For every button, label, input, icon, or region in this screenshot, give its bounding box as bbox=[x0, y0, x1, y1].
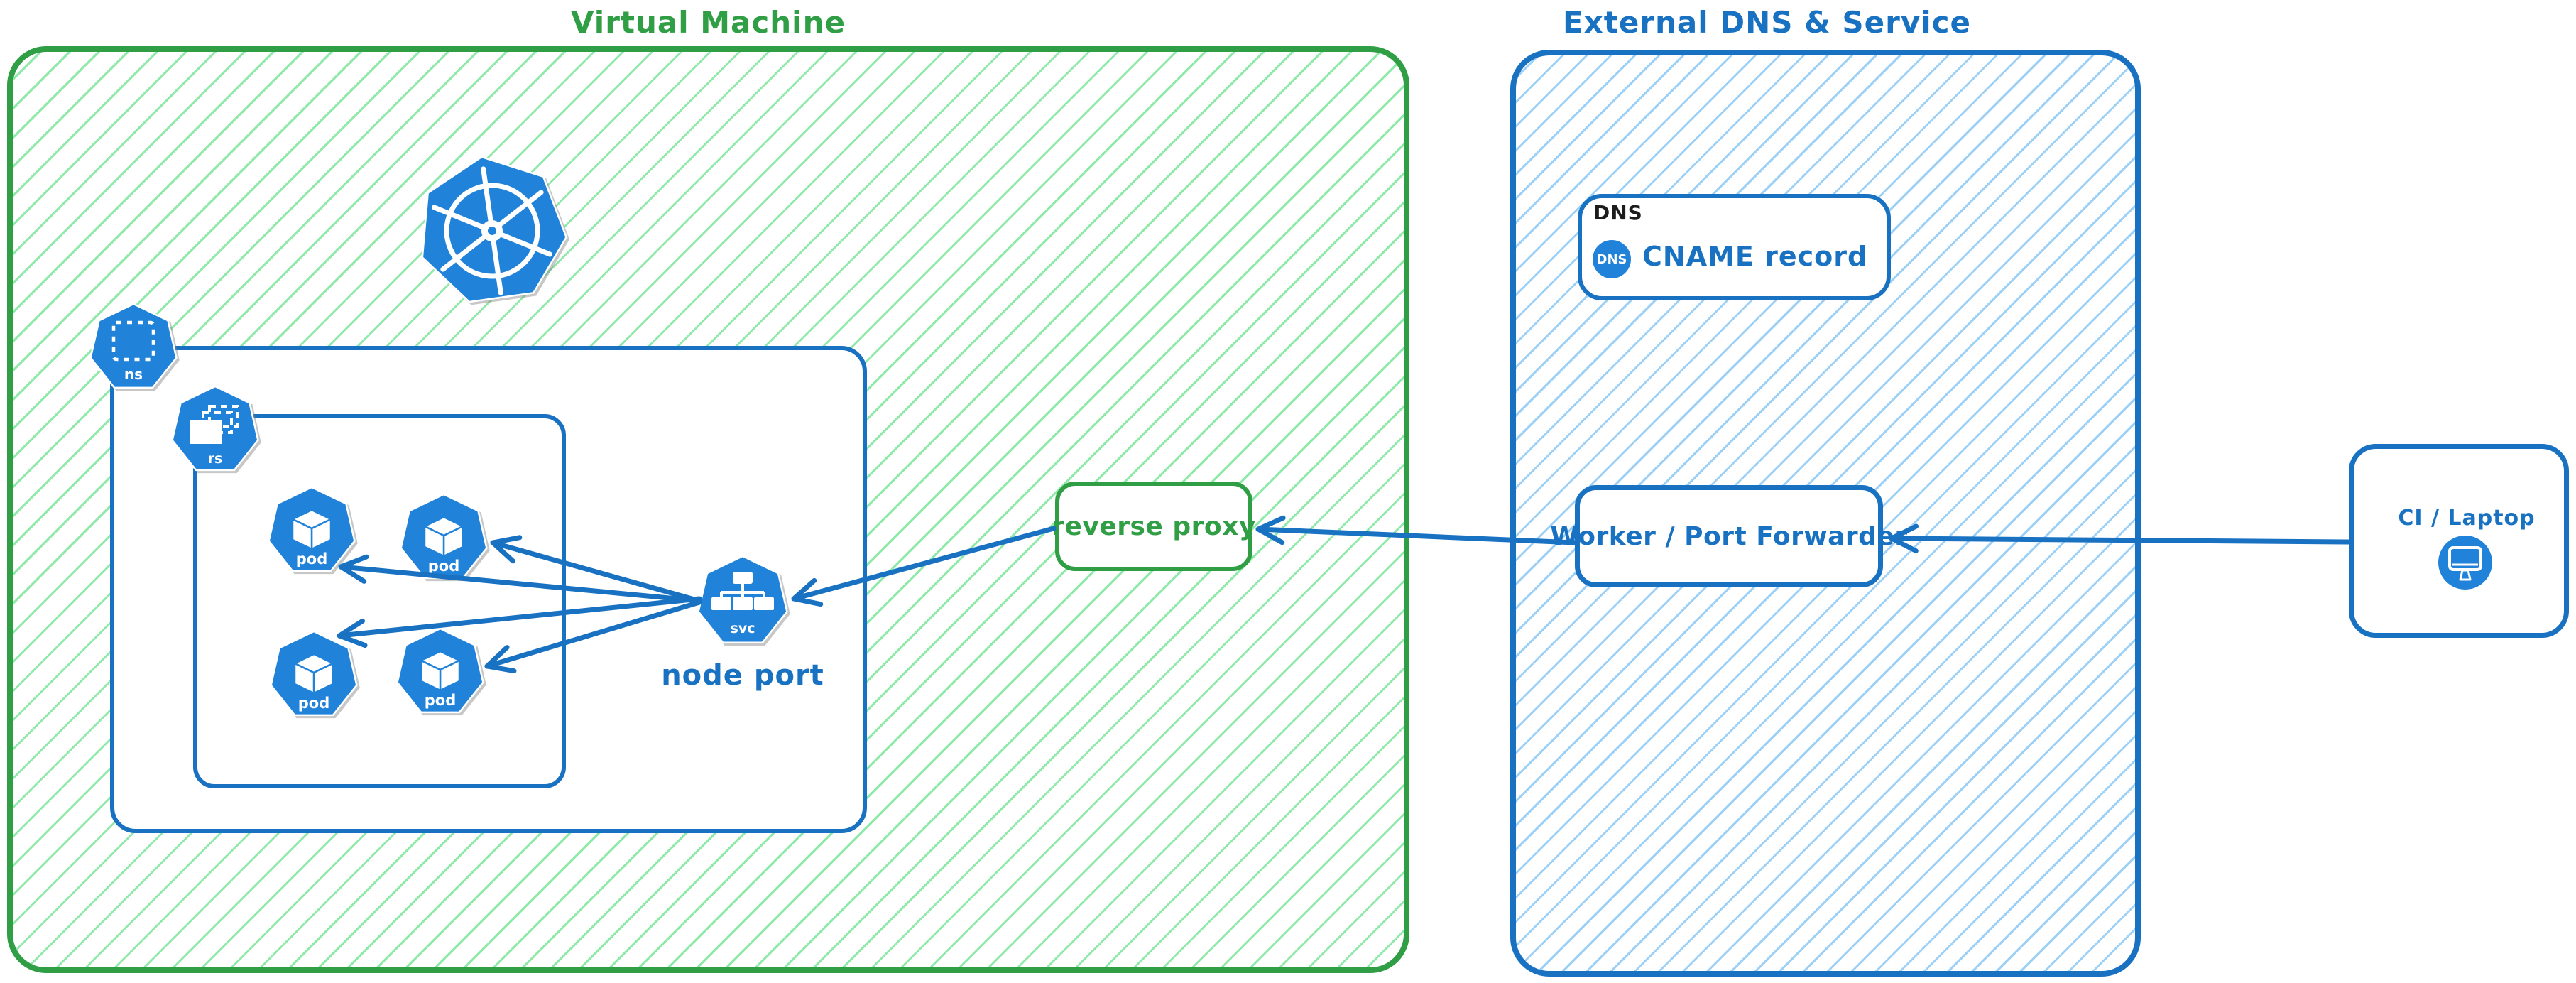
svg-text:rs: rs bbox=[208, 451, 223, 467]
svg-text:pod: pod bbox=[425, 692, 457, 709]
svg-text:ns: ns bbox=[124, 366, 143, 383]
svg-text:pod: pod bbox=[296, 550, 328, 567]
external-dns-title: External DNS & Service bbox=[1562, 5, 1972, 40]
pod-icon: pod bbox=[270, 630, 358, 717]
virtual-machine-title: Virtual Machine bbox=[571, 5, 846, 40]
reverse-proxy-node: reverse proxy bbox=[1052, 482, 1255, 571]
svg-text:pod: pod bbox=[428, 558, 460, 575]
dns-cname-node: DNS DNS CNAME record bbox=[1578, 194, 1891, 300]
ci-laptop-label: CI / Laptop bbox=[2398, 506, 2536, 531]
service-icon: svc bbox=[697, 555, 788, 643]
node-port-label: node port bbox=[661, 659, 824, 692]
kubernetes-logo-icon bbox=[421, 156, 568, 303]
worker-port-forwarder-node: Worker / Port Forwarder bbox=[1550, 485, 1907, 587]
pod-icon: pod bbox=[400, 493, 488, 580]
replicaset-icon: rs bbox=[171, 385, 259, 472]
pod-icon: pod bbox=[396, 627, 484, 714]
dns-icon: DNS bbox=[1593, 240, 1631, 278]
dns-header-label: DNS bbox=[1593, 201, 1643, 224]
cname-record-label: CNAME record bbox=[1642, 241, 1868, 272]
svg-text:svc: svc bbox=[731, 621, 755, 636]
pod-icon: pod bbox=[268, 486, 356, 572]
namespace-icon: ns bbox=[89, 303, 178, 389]
computer-icon bbox=[2438, 536, 2492, 590]
worker-port-forwarder-label: Worker / Port Forwarder bbox=[1550, 521, 1908, 551]
reverse-proxy-label: reverse proxy bbox=[1052, 511, 1256, 541]
svg-text:pod: pod bbox=[298, 695, 330, 712]
